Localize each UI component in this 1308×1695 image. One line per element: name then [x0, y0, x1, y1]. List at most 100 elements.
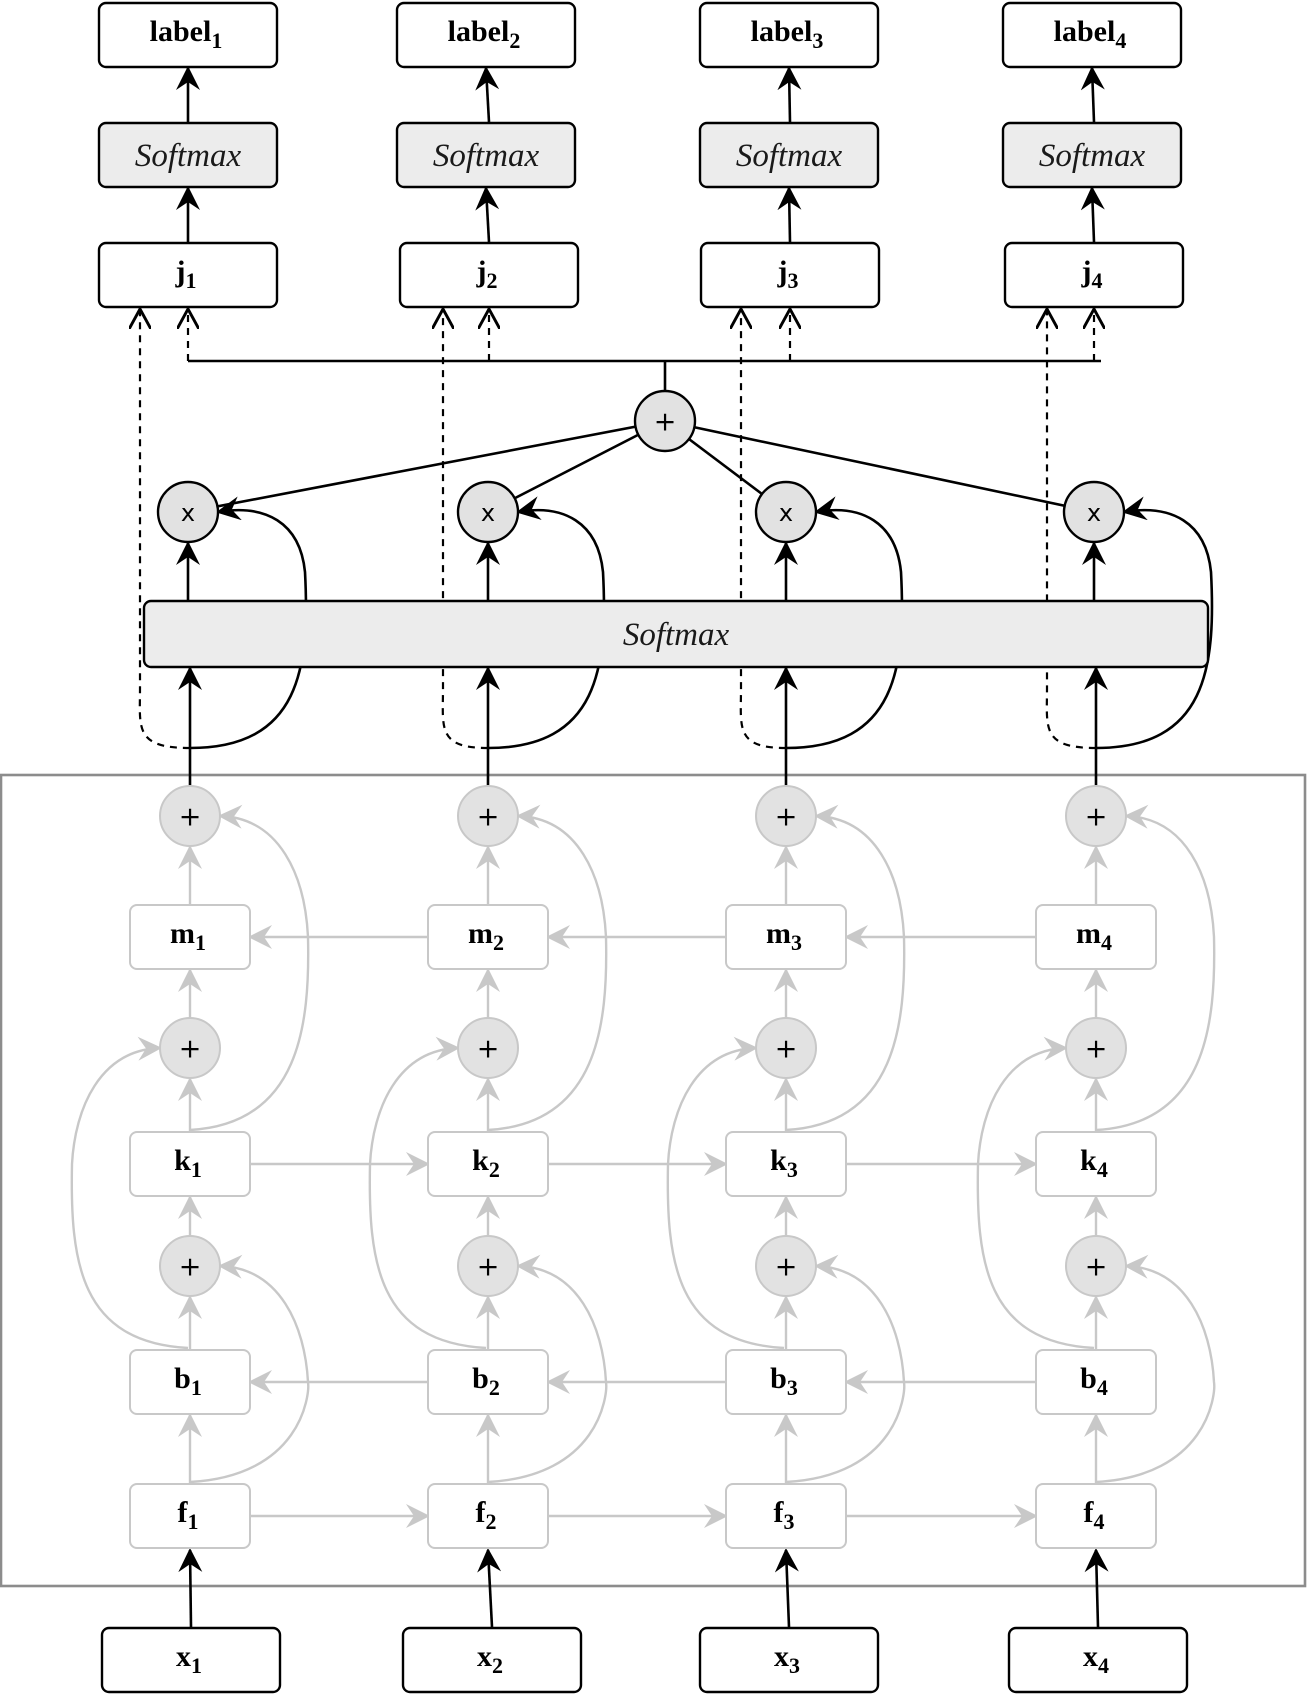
x-node-2-label-subscript: 2 — [492, 1653, 503, 1678]
attention-mult-node-3-circle — [754, 480, 818, 544]
x-node-3-label: x3 — [774, 1640, 800, 1678]
encoder-add-low-1-circle — [159, 1235, 221, 1297]
softmax-node-1: Softmax — [97, 121, 279, 189]
k-node-1: k1 — [129, 1131, 251, 1197]
encoder-add-mid-2-circle — [457, 1017, 519, 1079]
m-node-2-label-subscript: 2 — [493, 930, 504, 955]
label-node-2: label2 — [395, 1, 577, 69]
edge-x-to-f-2 — [477, 1548, 502, 1628]
f-node-3-label: f3 — [774, 1496, 795, 1534]
b-node-2-box — [427, 1349, 549, 1415]
edge-j-to-softmax-3 — [777, 186, 802, 243]
edge-k-residual-to-plus-top-1 — [189, 804, 310, 1132]
edge-j-to-softmax-2 — [475, 186, 500, 243]
b-node-3-box — [725, 1349, 847, 1415]
b-node-4-label-main: b — [1080, 1362, 1097, 1395]
attention-softmax-bar-box — [142, 599, 1210, 669]
attention-mult-node-2-circle — [456, 480, 520, 544]
k-node-3-label: k3 — [770, 1144, 798, 1182]
f-node-3-label-main: f — [774, 1496, 785, 1529]
b-node-4-box — [1035, 1349, 1157, 1415]
encoder-add-low-3-symbol: + — [775, 1252, 798, 1283]
f-node-3-label-subscript: 3 — [784, 1509, 795, 1534]
f-node-3: f3 — [725, 1483, 847, 1549]
k-node-2-box — [427, 1131, 549, 1197]
x-node-1-label-subscript: 1 — [191, 1653, 202, 1678]
attention-sum-node: + — [633, 389, 697, 453]
j-node-3-label-main: j — [777, 255, 788, 288]
attention-mult-node-2-symbol: x — [481, 499, 495, 527]
x-node-2: x2 — [401, 1626, 583, 1694]
edge-skip-to-j-3 — [741, 309, 787, 750]
label-node-3-label: label3 — [751, 15, 824, 53]
label-node-3-label-main: label — [751, 15, 813, 48]
b-node-3-label-subscript: 3 — [787, 1375, 798, 1400]
edge-encoder-to-mult-4 — [1095, 496, 1214, 750]
label-node-2-label-subscript: 2 — [509, 28, 520, 53]
b-node-1-label: b1 — [174, 1362, 202, 1400]
attention-mult-node-3-symbol: x — [779, 499, 793, 527]
edges-layer — [70, 66, 1216, 1628]
attention-sum-node-circle — [633, 389, 697, 453]
k-node-2-label: k2 — [472, 1144, 500, 1182]
m-node-4: m4 — [1035, 904, 1157, 970]
j-node-4: j4 — [1003, 241, 1185, 309]
m-node-4-label-subscript: 4 — [1101, 930, 1112, 955]
edge-softmax-to-label-2 — [475, 66, 500, 123]
b-node-3-label-main: b — [770, 1362, 787, 1395]
edge-encoder-to-mult-3 — [785, 496, 904, 750]
f-node-3-box — [725, 1483, 847, 1549]
encoder-add-mid-3: + — [755, 1017, 817, 1079]
softmax-node-4-box — [1001, 121, 1183, 189]
m-node-4-label-main: m — [1076, 917, 1101, 950]
attention-mult-node-3: x — [754, 480, 818, 544]
f-node-2-label-subscript: 2 — [486, 1509, 497, 1534]
edge-skip-to-j-4 — [1047, 309, 1097, 750]
edge-b-residual-to-plus2-2 — [368, 1036, 487, 1350]
m-node-1-label: m1 — [170, 917, 206, 955]
attention-mult-node-1: x — [156, 480, 220, 544]
encoder-add-top-1-symbol: + — [179, 802, 202, 833]
edge-x-to-f-1 — [178, 1548, 203, 1628]
label-node-1-label: label1 — [150, 15, 223, 53]
edge-mult-to-sum-4 — [663, 413, 1095, 514]
k-node-1-box — [129, 1131, 251, 1197]
m-node-1-label-subscript: 1 — [195, 930, 206, 955]
x-node-4-box — [1007, 1626, 1189, 1694]
j-node-1: j1 — [97, 241, 279, 309]
edge-skip-to-j-1 — [140, 309, 191, 750]
b-node-4: b4 — [1035, 1349, 1157, 1415]
k-node-4-label-main: k — [1080, 1144, 1097, 1177]
label-node-2-label-main: label — [448, 15, 510, 48]
j-node-4-label-main: j — [1081, 255, 1092, 288]
f-node-4: f4 — [1035, 1483, 1157, 1549]
encoder-add-top-3-symbol: + — [775, 802, 798, 833]
label-node-4-box — [1001, 1, 1183, 69]
x-node-4-label-main: x — [1083, 1640, 1098, 1673]
k-node-4: k4 — [1035, 1131, 1157, 1197]
f-node-4-label-main: f — [1084, 1496, 1095, 1529]
m-node-1: m1 — [129, 904, 251, 970]
b-node-3-label: b3 — [770, 1362, 798, 1400]
softmax-node-2-box — [395, 121, 577, 189]
f-node-1: f1 — [129, 1483, 251, 1549]
edge-x-to-f-3 — [774, 1548, 799, 1628]
softmax-node-4: Softmax — [1001, 121, 1183, 189]
edge-encoder-to-mult-2 — [487, 496, 606, 750]
m-node-4-label: m4 — [1076, 917, 1112, 955]
x-node-2-label-main: x — [477, 1640, 492, 1673]
edge-f-residual-to-plus3-4 — [1095, 1254, 1216, 1484]
softmax-node-3: Softmax — [698, 121, 880, 189]
b-node-2-label-main: b — [472, 1362, 489, 1395]
softmax-node-3-box — [698, 121, 880, 189]
softmax-node-1-label: Softmax — [135, 138, 242, 174]
m-node-3-label-main: m — [766, 917, 791, 950]
encoder-add-low-1: + — [159, 1235, 221, 1297]
x-node-4-label-subscript: 4 — [1098, 1653, 1109, 1678]
encoder-add-top-4: + — [1065, 785, 1127, 847]
label-node-4-label-main: label — [1054, 15, 1116, 48]
encoder-add-low-4: + — [1065, 1235, 1127, 1297]
m-node-1-label-main: m — [170, 917, 195, 950]
m-node-3-box — [725, 904, 847, 970]
encoder-add-top-4-circle — [1065, 785, 1127, 847]
